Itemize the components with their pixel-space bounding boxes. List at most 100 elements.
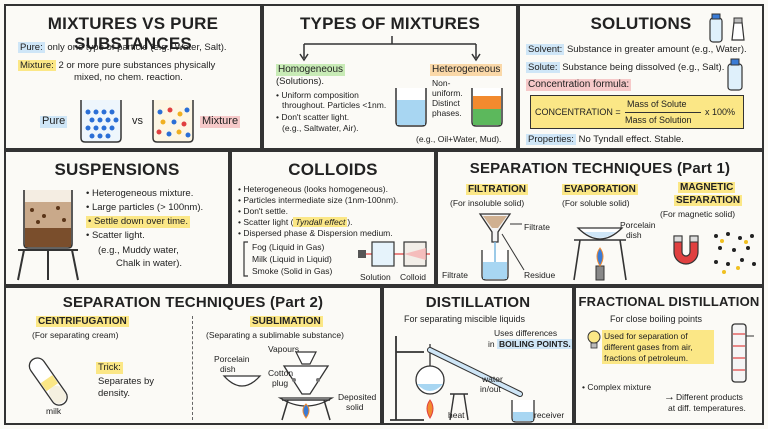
complex-mixture: • Complex mixture [582, 382, 652, 392]
panel-title: SUSPENSIONS [54, 160, 180, 179]
magnetic-sub: (For magnetic solid) [660, 209, 736, 219]
panel-title: SEPARATION TECHNIQUES (Part 2) [62, 294, 324, 311]
porcelain-dish-label-1: Porcelain [620, 220, 656, 230]
formula-box: CONCENTRATION = Mass of Solute Mass of S… [530, 95, 744, 129]
bulb-icon [587, 330, 601, 349]
panel-title: FRACTIONAL DISTILLATION [578, 294, 760, 309]
panel-distillation: DISTILLATION For separating miscible liq… [382, 286, 574, 425]
iron-filings [714, 232, 756, 274]
panel-title: TYPES OF MIXTURES [299, 14, 481, 33]
panel-types-of-mixtures: TYPES OF MIXTURES Homogeneous (Solutions… [262, 4, 518, 150]
suspension-beaker-stand [17, 190, 79, 281]
panel-solutions: SOLUTIONS Solvent: Substance in greater … [518, 4, 764, 150]
arrow-icon: → [664, 391, 675, 403]
homogeneous-label: Homogeneous [276, 64, 346, 76]
centrifugation-sub: (For separating cream) [32, 330, 119, 340]
magnetic-label-1: MAGNETIC [678, 182, 736, 193]
susp-bullet-3: • Settle down over time. [86, 216, 190, 228]
diagram-vs: vs [132, 115, 143, 127]
porcelain-label-1: Porcelain [214, 354, 250, 364]
panel-fractional-distillation: FRACTIONAL DISTILLATION For close boilin… [574, 286, 764, 425]
filtrate-bottom-label: Filtrate [442, 270, 468, 280]
solute-definition: Solute: Substance being dissolved (e.g.,… [526, 62, 725, 73]
mixture-definition: Mixture: 2 or more pure substances physi… [18, 60, 216, 71]
fractional-sub: For close boiling points [610, 314, 703, 324]
panel-title: MIXTURES VS PURE SUBSTANCES [47, 14, 219, 53]
magnet-icon [673, 235, 699, 265]
panel-title: SEPARATION TECHNIQUES (Part 1) [469, 160, 731, 177]
homo-example: (e.g., Saltwater, Air). [282, 123, 359, 133]
water-label-2: in/out [480, 384, 501, 394]
water-label-1: water [482, 374, 503, 384]
colloid-bullet-3: • Don't settle. [238, 206, 288, 216]
bottle-icons [709, 13, 745, 91]
fractionating-column [731, 323, 754, 383]
susp-bullet-1: • Heterogeneous mixture. [86, 188, 194, 199]
hetero-text-4: phases. [432, 108, 462, 118]
colloid-example-fog: Fog (Liquid in Gas) [252, 242, 325, 252]
concentration-label: Concentration formula: [526, 79, 632, 91]
sublimation-label: SUBLIMATION [250, 316, 323, 327]
distillation-apparatus [390, 336, 535, 423]
formula-lhs: CONCENTRATION = [535, 107, 621, 117]
hetero-text-2: uniform. [432, 88, 463, 98]
homo-bullet-1b: throughout. Particles <1nm. [282, 100, 387, 110]
mixture-definition-cont: mixed, no chem. reaction. [74, 72, 183, 83]
cotton-label-1: Cotton [268, 368, 294, 378]
deposited-label-2: solid [346, 402, 364, 412]
centrifugation-label: CENTRIFUGATION [36, 316, 129, 327]
porcelain-dish-label-2: dish [626, 230, 642, 240]
panel-separation-part1: SEPARATION TECHNIQUES (Part 1) FILTRATIO… [436, 150, 764, 286]
colloid-bullet-1: • Heterogeneous (looks homogeneous). [238, 184, 388, 194]
distillation-sub: For separating miscible liquids [404, 314, 526, 324]
panel-title: SOLUTIONS [590, 14, 692, 33]
fractional-note-box [602, 330, 714, 364]
evaporation-label: EVAPORATION [562, 184, 638, 195]
hetero-example: (e.g., Oil+Water, Mud). [416, 134, 502, 144]
heat-label: heat [448, 410, 465, 420]
colloid-example-smoke: Smoke (Solid in Gas) [252, 266, 333, 276]
filtrate-top-label: Filtrate [524, 222, 550, 232]
mixture-beaker-diagram [152, 100, 194, 143]
colloid-bullet-5: • Dispersed phase & Dispersion medium. [238, 228, 393, 238]
vapours-label: Vapours [268, 344, 300, 354]
panel-separation-part2: SEPARATION TECHNIQUES (Part 2) CENTRIFUG… [4, 286, 382, 425]
panel-suspensions: SUSPENSIONS • Heterogeneous mixture. • L… [4, 150, 230, 286]
susp-bullet-2: • Large particles (> 100nm). [86, 202, 204, 213]
trick-text-2: density. [98, 388, 131, 399]
branch-arrows [299, 36, 481, 62]
susp-example-2: Chalk in water). [116, 258, 182, 269]
formula-denominator: Mass of Solution [625, 115, 692, 125]
receiver-label: receiver [534, 410, 565, 420]
colloid-label: Colloid [400, 272, 426, 282]
trick-text-1: Separates by [98, 376, 154, 387]
milk-label: milk [46, 406, 62, 416]
distillation-note-1: Uses differences [494, 328, 558, 338]
homo-bullet-1: • Uniform composition [276, 90, 359, 100]
evaporation-apparatus [573, 227, 627, 281]
properties: Properties: No Tyndall effect. Stable. [526, 134, 684, 145]
deposited-label-1: Deposited [338, 392, 377, 402]
fractional-note-1: Used for separation of [604, 331, 688, 341]
homo-bullet-2: • Don't scatter light. [276, 112, 350, 122]
tyndall-effect-diagram [358, 241, 430, 267]
diagram-mixture-label: Mixture [200, 115, 241, 128]
susp-bullet-4: • Scatter light. [86, 230, 145, 241]
distillation-note-2: in BOILING POINTS. [488, 339, 572, 349]
heterogeneous-beaker [471, 88, 503, 127]
homogeneous-beaker [395, 88, 427, 127]
filtration-label: FILTRATION [466, 184, 528, 195]
homogeneous-sub: (Solutions). [276, 76, 325, 87]
sublimation-apparatus [222, 351, 335, 421]
panel-title: COLLOIDS [288, 160, 378, 179]
formula-numerator: Mass of Solute [627, 99, 687, 109]
panel-colloids: COLLOIDS • Heterogeneous (looks homogene… [230, 150, 436, 286]
different-products-2: at diff. temperatures. [668, 403, 746, 413]
diagram-pure-label: Pure [40, 115, 68, 128]
heterogeneous-label: Heterogeneous [430, 64, 503, 76]
solvent-definition: Solvent: Substance in greater amount (e.… [526, 44, 747, 55]
colloid-example-milk: Milk (Liquid in Liquid) [252, 254, 332, 264]
formula-rhs: x 100% [705, 107, 736, 117]
susp-example-1: (e.g., Muddy water, [98, 245, 179, 256]
panel-mixtures-vs-pure: MIXTURES VS PURE SUBSTANCES Pure: only o… [4, 4, 262, 150]
